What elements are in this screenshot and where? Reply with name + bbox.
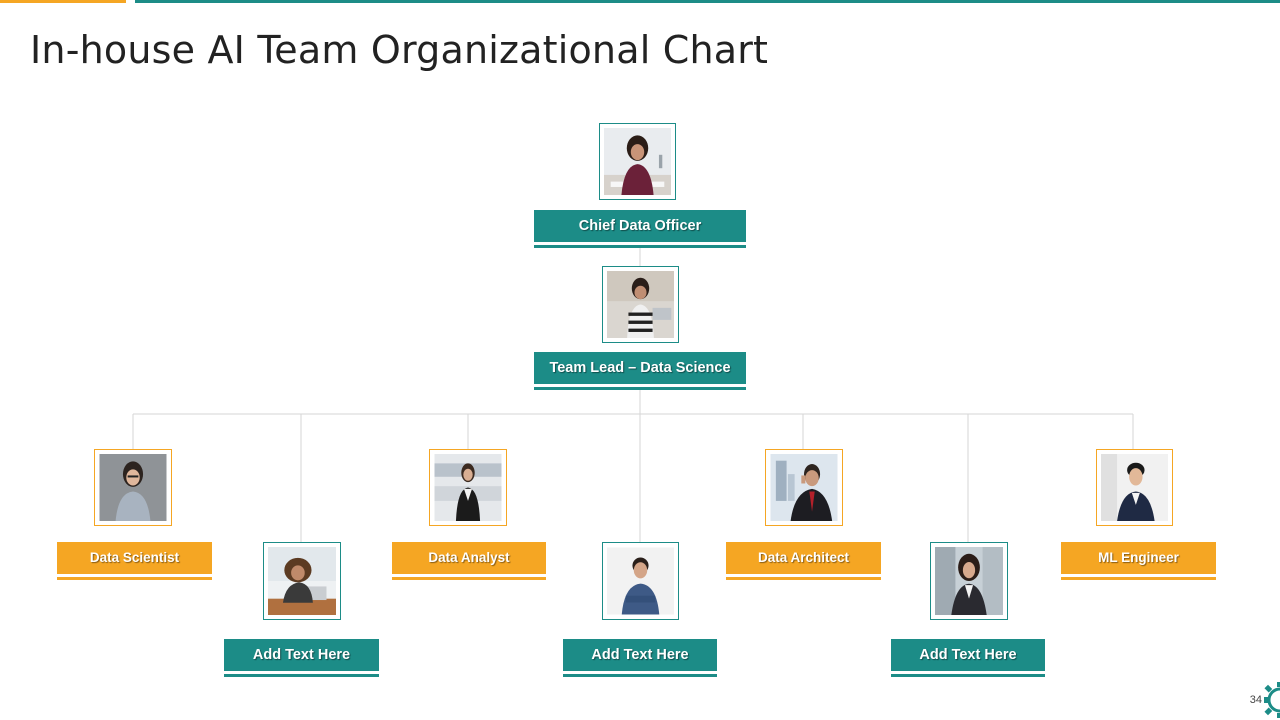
member-photo-6 bbox=[930, 542, 1008, 620]
page-number: 34 bbox=[1249, 694, 1262, 706]
person-photo-icon bbox=[434, 454, 502, 521]
member-label-1: Data Scientist bbox=[57, 542, 212, 580]
top-bar bbox=[135, 0, 1280, 3]
person-photo-icon bbox=[99, 454, 167, 521]
chief-data-officer-label: Chief Data Officer bbox=[534, 210, 746, 248]
member-label-2: Add Text Here bbox=[224, 639, 379, 677]
team-lead-label: Team Lead – Data Science bbox=[534, 352, 746, 390]
person-photo-icon bbox=[607, 547, 674, 615]
top-accent-bar bbox=[0, 0, 126, 3]
member-label-4: Add Text Here bbox=[563, 639, 717, 677]
member-photo-4 bbox=[602, 542, 679, 620]
member-photo-2 bbox=[263, 542, 341, 620]
page-title: In-house AI Team Organizational Chart bbox=[30, 28, 769, 72]
person-photo-icon bbox=[935, 547, 1003, 615]
person-photo-icon bbox=[770, 454, 838, 521]
data-architect-photo bbox=[765, 449, 843, 526]
member-label-6: Add Text Here bbox=[891, 639, 1045, 677]
person-photo-icon bbox=[607, 271, 674, 338]
team-lead-photo bbox=[602, 266, 679, 343]
ml-engineer-photo bbox=[1096, 449, 1173, 526]
data-scientist-photo bbox=[94, 449, 172, 526]
member-label-7: ML Engineer bbox=[1061, 542, 1216, 580]
chief-data-officer-photo bbox=[599, 123, 676, 200]
member-label-5: Data Architect bbox=[726, 542, 881, 580]
person-photo-icon bbox=[1101, 454, 1168, 521]
data-analyst-photo bbox=[429, 449, 507, 526]
person-photo-icon bbox=[268, 547, 336, 615]
person-photo-icon bbox=[604, 128, 671, 195]
member-label-3: Data Analyst bbox=[392, 542, 546, 580]
gear-logo-icon bbox=[1264, 682, 1280, 718]
